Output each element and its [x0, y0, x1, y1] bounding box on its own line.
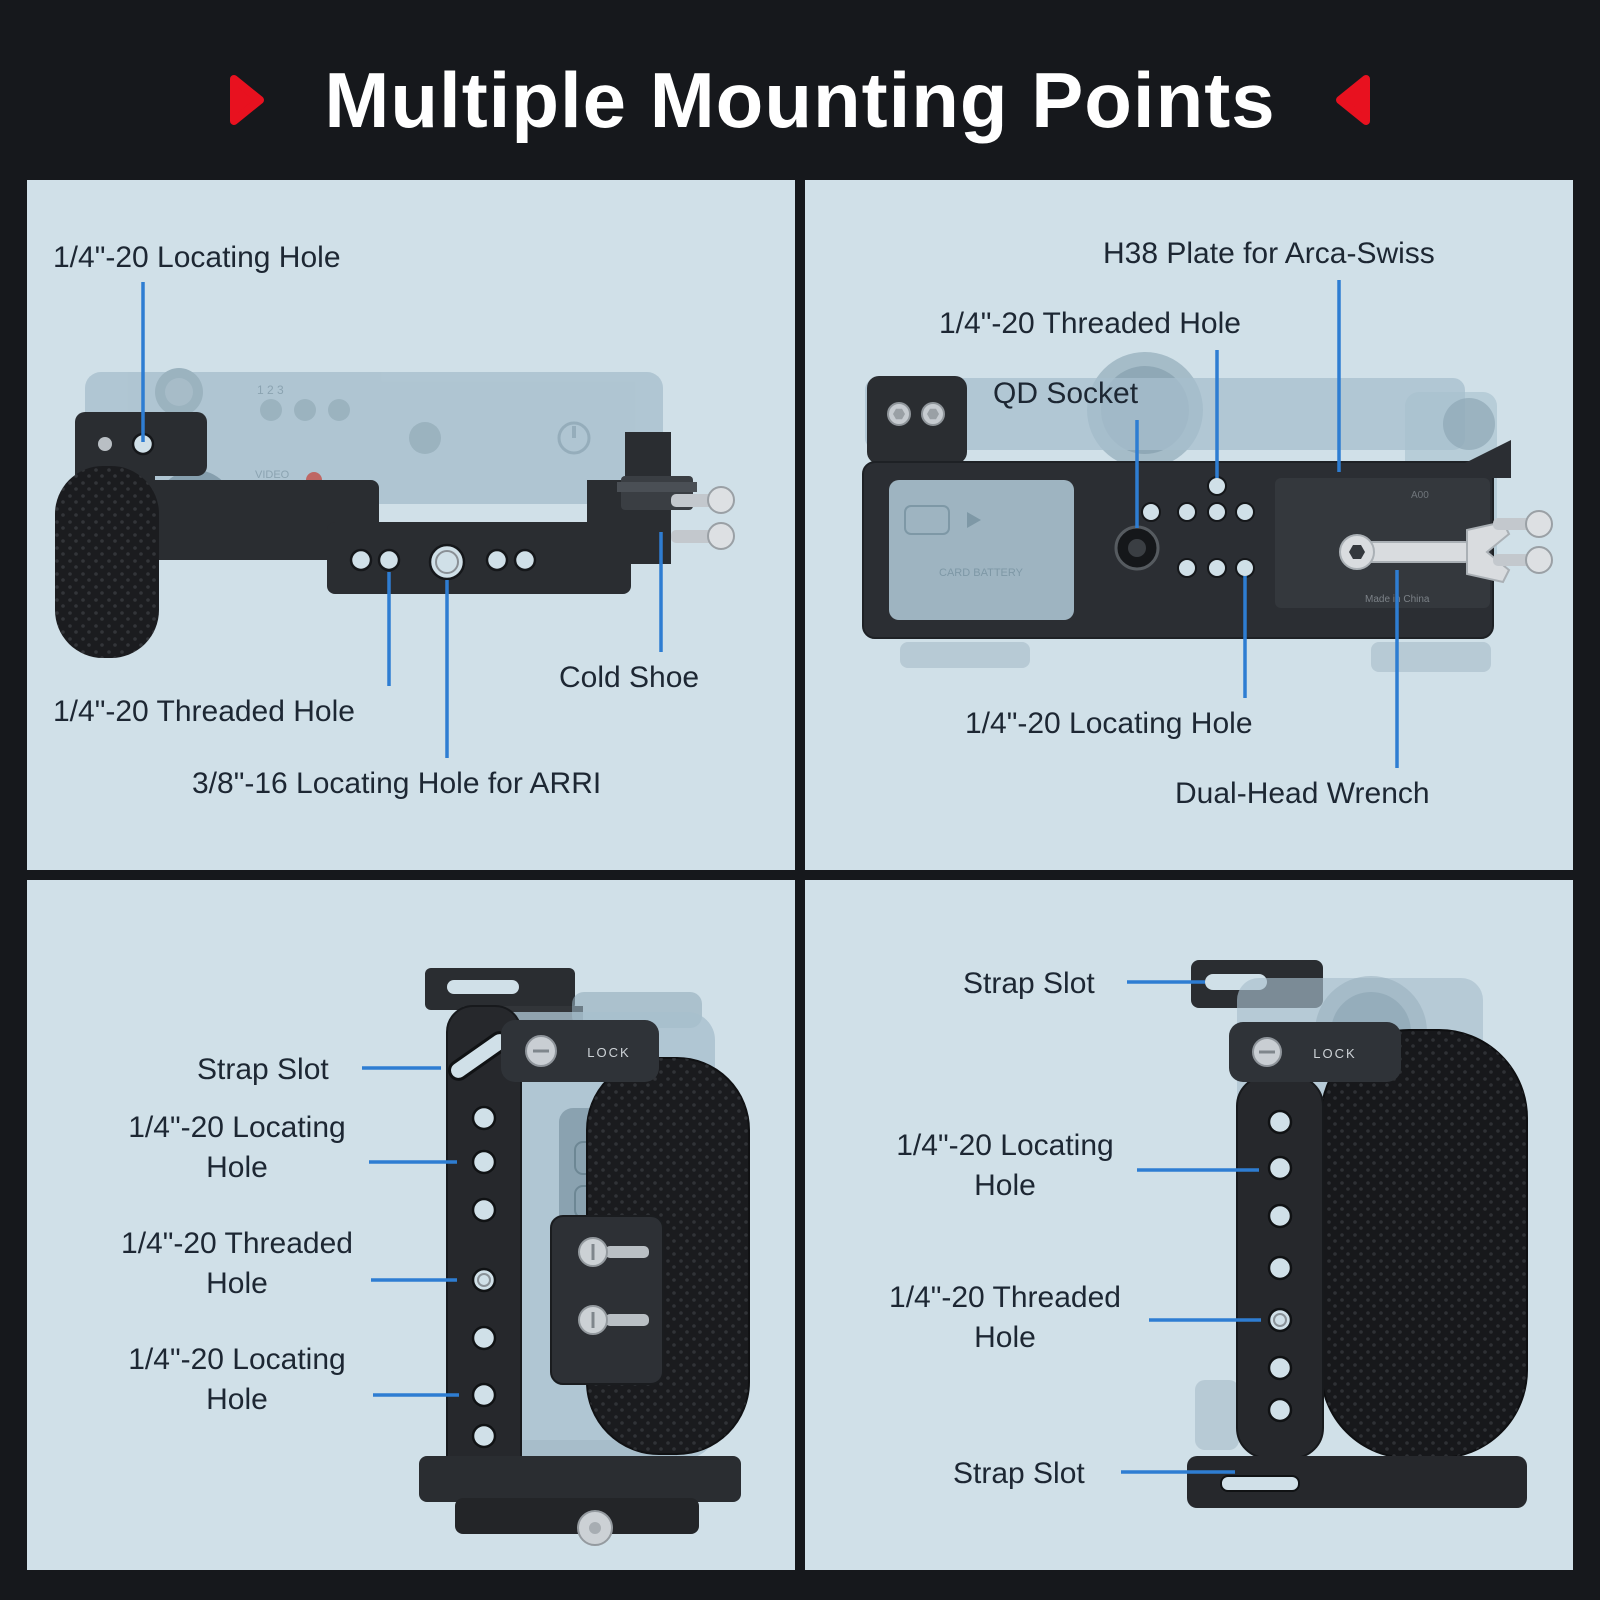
label-h38-plate: H38 Plate for Arca-Swiss: [1103, 237, 1435, 270]
panel-bottom-view: CARD BATTERY A00 Made in China: [805, 180, 1573, 870]
thumbscrew-icon: [671, 486, 735, 514]
header: Multiple Mounting Points: [0, 38, 1600, 162]
right-side-view-illustration: LOCK: [1187, 960, 1528, 1508]
hand-grip: [1320, 1029, 1528, 1459]
left-bracket: [867, 376, 967, 464]
strap-slot-cutout: [1220, 1475, 1300, 1492]
battery-door-faded: CARD BATTERY: [889, 480, 1074, 620]
video-text: VIDEO: [255, 469, 290, 481]
label-arri-locating-hole: 3/8"-16 Locating Hole for ARRI: [192, 767, 602, 800]
camera-underside-faded: [900, 642, 1491, 672]
title-accent-left-icon: [230, 75, 265, 125]
label-locating-hole: 1/4"-20 Locating Hole: [896, 1129, 1114, 1202]
lock-text: LOCK: [587, 1045, 630, 1060]
title-accent-right-icon: [1335, 75, 1370, 125]
label-threaded-hole: 1/4"-20 Threaded Hole: [121, 1227, 353, 1300]
thumbscrew-icon: [1493, 546, 1553, 574]
label-threaded-hole: 1/4"-20 Threaded Hole: [53, 695, 355, 728]
mounting-hole-cluster: [1141, 476, 1255, 578]
label-threaded-hole: 1/4"-20 Threaded Hole: [889, 1281, 1121, 1354]
cold-shoe-mount: [617, 432, 735, 564]
lock-plate: LOCK: [1229, 1022, 1401, 1082]
bottom-view-illustration: CARD BATTERY A00 Made in China: [862, 352, 1553, 672]
camera-body-faded: 1 2 3 MODE VIDEO: [85, 368, 663, 504]
cable-clamp: [550, 1215, 664, 1385]
label-locating-hole: 1/4"-20 Locating Hole: [53, 241, 341, 274]
label-locating-hole: 1/4"-20 Locating Hole: [965, 707, 1253, 740]
label-strap-slot: Strap Slot: [197, 1053, 329, 1086]
panel-right-side-view: LOCK Strap Slot 1/4"-20 Locating Hole 1/…: [805, 880, 1573, 1570]
base-plate: [419, 1456, 741, 1546]
label-dual-head-wrench: Dual-Head Wrench: [1175, 777, 1430, 810]
rail-mounting-holes: [471, 1105, 497, 1449]
base-plate: [1187, 1456, 1527, 1508]
dial-numbers-text: 1 2 3: [257, 383, 284, 397]
lock-plate: LOCK: [501, 1020, 659, 1082]
dual-head-wrench-icon: [1339, 520, 1511, 584]
top-view-illustration: 1 2 3 MODE VIDEO: [55, 368, 735, 658]
label-strap-slot-top: Strap Slot: [963, 967, 1095, 1000]
label-locating-hole-bottom: 1/4"-20 Locating Hole: [128, 1343, 346, 1416]
thumbscrew-icon: [671, 522, 735, 550]
panel-left-side-view: MIC: [27, 880, 795, 1570]
left-side-view-illustration: MIC: [419, 968, 750, 1546]
label-qd-socket: QD Socket: [993, 377, 1139, 410]
hand-grip: [55, 466, 159, 658]
a00-text: A00: [1411, 490, 1429, 501]
page-title: Multiple Mounting Points: [324, 55, 1276, 144]
thumbscrew-icon: [1493, 510, 1553, 538]
label-strap-slot-bottom: Strap Slot: [953, 1457, 1085, 1490]
rail-mounting-holes: [1267, 1109, 1293, 1423]
card-battery-text: CARD BATTERY: [939, 567, 1024, 579]
mounting-holes: [98, 432, 537, 581]
panel-top-view: 1 2 3 MODE VIDEO: [27, 180, 795, 870]
label-locating-hole-top: 1/4"-20 Locating Hole: [128, 1111, 346, 1184]
label-cold-shoe: Cold Shoe: [559, 661, 700, 694]
lock-text: LOCK: [1313, 1046, 1356, 1061]
made-in-china-text: Made in China: [1365, 594, 1430, 605]
power-icon: [557, 421, 591, 455]
label-threaded-hole: 1/4"-20 Threaded Hole: [939, 307, 1241, 340]
qd-socket: [1114, 525, 1160, 571]
panels-grid: 1 2 3 MODE VIDEO: [27, 180, 1573, 1570]
